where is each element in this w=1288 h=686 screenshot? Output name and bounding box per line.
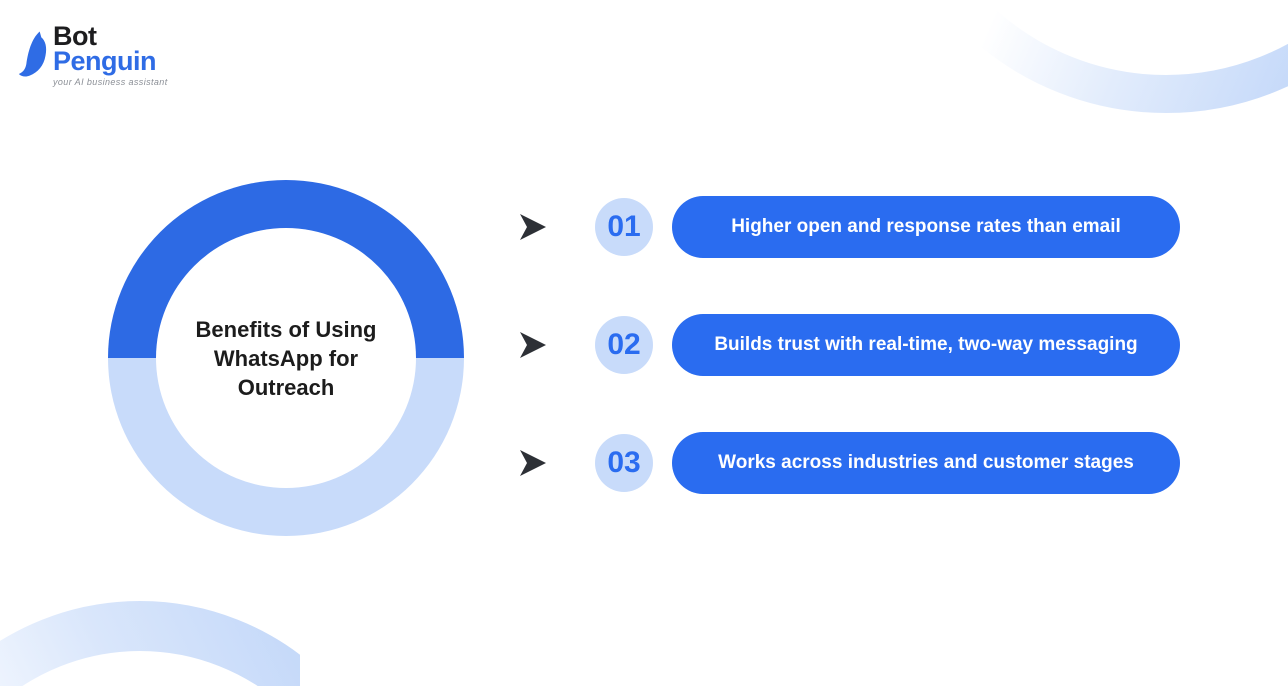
benefit-row-3: 03 Works across industries and customer … (519, 432, 1180, 494)
benefit-pill: Works across industries and customer sta… (672, 432, 1180, 494)
logo-tagline: your AI business assistant (53, 77, 168, 87)
corner-ring-bottom-left-decoration (0, 601, 300, 686)
arrow-right-icon (520, 332, 546, 358)
arrow-right-icon (520, 214, 546, 240)
benefit-row-1: 01 Higher open and response rates than e… (519, 196, 1180, 258)
logo-word-penguin: Penguin (53, 46, 156, 76)
donut-inner-circle: Benefits of Using WhatsApp for Outreach (156, 228, 416, 488)
benefit-pill: Builds trust with real-time, two-way mes… (672, 314, 1180, 376)
center-donut-ring: Benefits of Using WhatsApp for Outreach (108, 180, 464, 536)
corner-ring-top-right-decoration (980, 0, 1288, 113)
item-number-badge: 01 (595, 198, 653, 256)
logo-word-bot: Bot (53, 21, 97, 51)
item-number-badge: 03 (595, 434, 653, 492)
benefit-row-2: 02 Builds trust with real-time, two-way … (519, 314, 1180, 376)
penguin-icon (18, 31, 47, 77)
diagram-title: Benefits of Using WhatsApp for Outreach (195, 316, 377, 400)
logo-text-block: Bot Penguin your AI business assistant (53, 21, 168, 88)
item-number-badge: 02 (595, 316, 653, 374)
arrow-right-icon (520, 450, 546, 476)
botpenguin-logo: Bot Penguin your AI business assistant (18, 21, 168, 88)
benefit-pill: Higher open and response rates than emai… (672, 196, 1180, 258)
